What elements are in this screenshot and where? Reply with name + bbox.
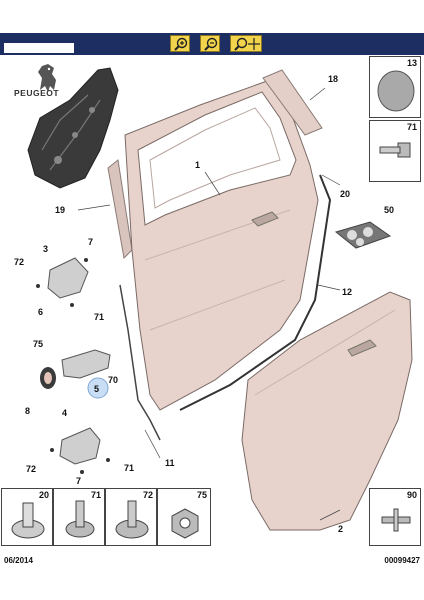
part-50-patches — [334, 221, 392, 249]
part-18-trim — [262, 69, 323, 136]
outer-panel — [241, 291, 413, 531]
callout-20: 20 — [340, 189, 350, 199]
callout-2: 2 — [338, 524, 343, 534]
callout-72-lower: 72 — [26, 464, 36, 474]
part-box-20[interactable]: 20 — [1, 488, 53, 546]
washer-bolt-icon — [115, 500, 149, 539]
part-11-seal — [119, 284, 161, 441]
hinge-lower — [59, 427, 101, 465]
footer-code: 00099427 — [384, 556, 420, 565]
zoom-in-icon — [174, 37, 188, 51]
callout-72-upper: 72 — [14, 257, 24, 267]
callout-3: 3 — [43, 244, 48, 254]
part-box-13[interactable]: 13 — [369, 56, 421, 118]
plug-icon — [377, 70, 415, 112]
part-box-75[interactable]: 75 — [157, 488, 211, 546]
nut-icon — [171, 508, 199, 539]
part-12-seal — [179, 174, 332, 411]
callout-71-upper: 71 — [94, 312, 104, 322]
check-strap — [61, 349, 111, 379]
callout-11: 11 — [165, 458, 175, 468]
callout-5: 5 — [94, 384, 99, 394]
screw-icon — [65, 500, 95, 538]
callout-50: 50 — [384, 205, 394, 215]
zoom-in-button[interactable] — [170, 35, 190, 52]
rivet-icon — [381, 508, 411, 532]
toolbar-blank — [4, 43, 74, 53]
callout-12: 12 — [342, 287, 352, 297]
brand-name: PEUGEOT — [14, 88, 60, 98]
part-box-71-top[interactable]: 71 — [369, 120, 421, 182]
zoom-out-icon — [204, 37, 218, 51]
clip-icon — [11, 502, 45, 539]
part-box-71-bottom[interactable]: 71 — [53, 488, 105, 546]
callout-18: 18 — [328, 74, 338, 84]
zoom-move-button[interactable] — [230, 35, 262, 52]
zoom-move-icon — [234, 37, 260, 51]
callout-7-upper: 7 — [88, 237, 93, 247]
part-box-90[interactable]: 90 — [369, 488, 421, 546]
callout-1: 1 — [195, 160, 200, 170]
bolt-icon — [379, 142, 411, 158]
callout-6: 6 — [38, 307, 43, 317]
callout-71-lower: 71 — [124, 463, 134, 473]
hinge-upper — [47, 257, 89, 299]
callout-70: 70 — [108, 375, 118, 385]
zoom-out-button[interactable] — [200, 35, 220, 52]
callout-19: 19 — [55, 205, 65, 215]
window-regulator — [27, 67, 119, 189]
callout-75: 75 — [33, 339, 43, 349]
callout-4: 4 — [62, 408, 67, 418]
callout-7-lower: 7 — [76, 476, 81, 486]
callout-8: 8 — [25, 406, 30, 416]
peugeot-lion-logo — [38, 64, 56, 92]
part-box-72[interactable]: 72 — [105, 488, 157, 546]
footer-date: 06/2014 — [4, 556, 33, 565]
